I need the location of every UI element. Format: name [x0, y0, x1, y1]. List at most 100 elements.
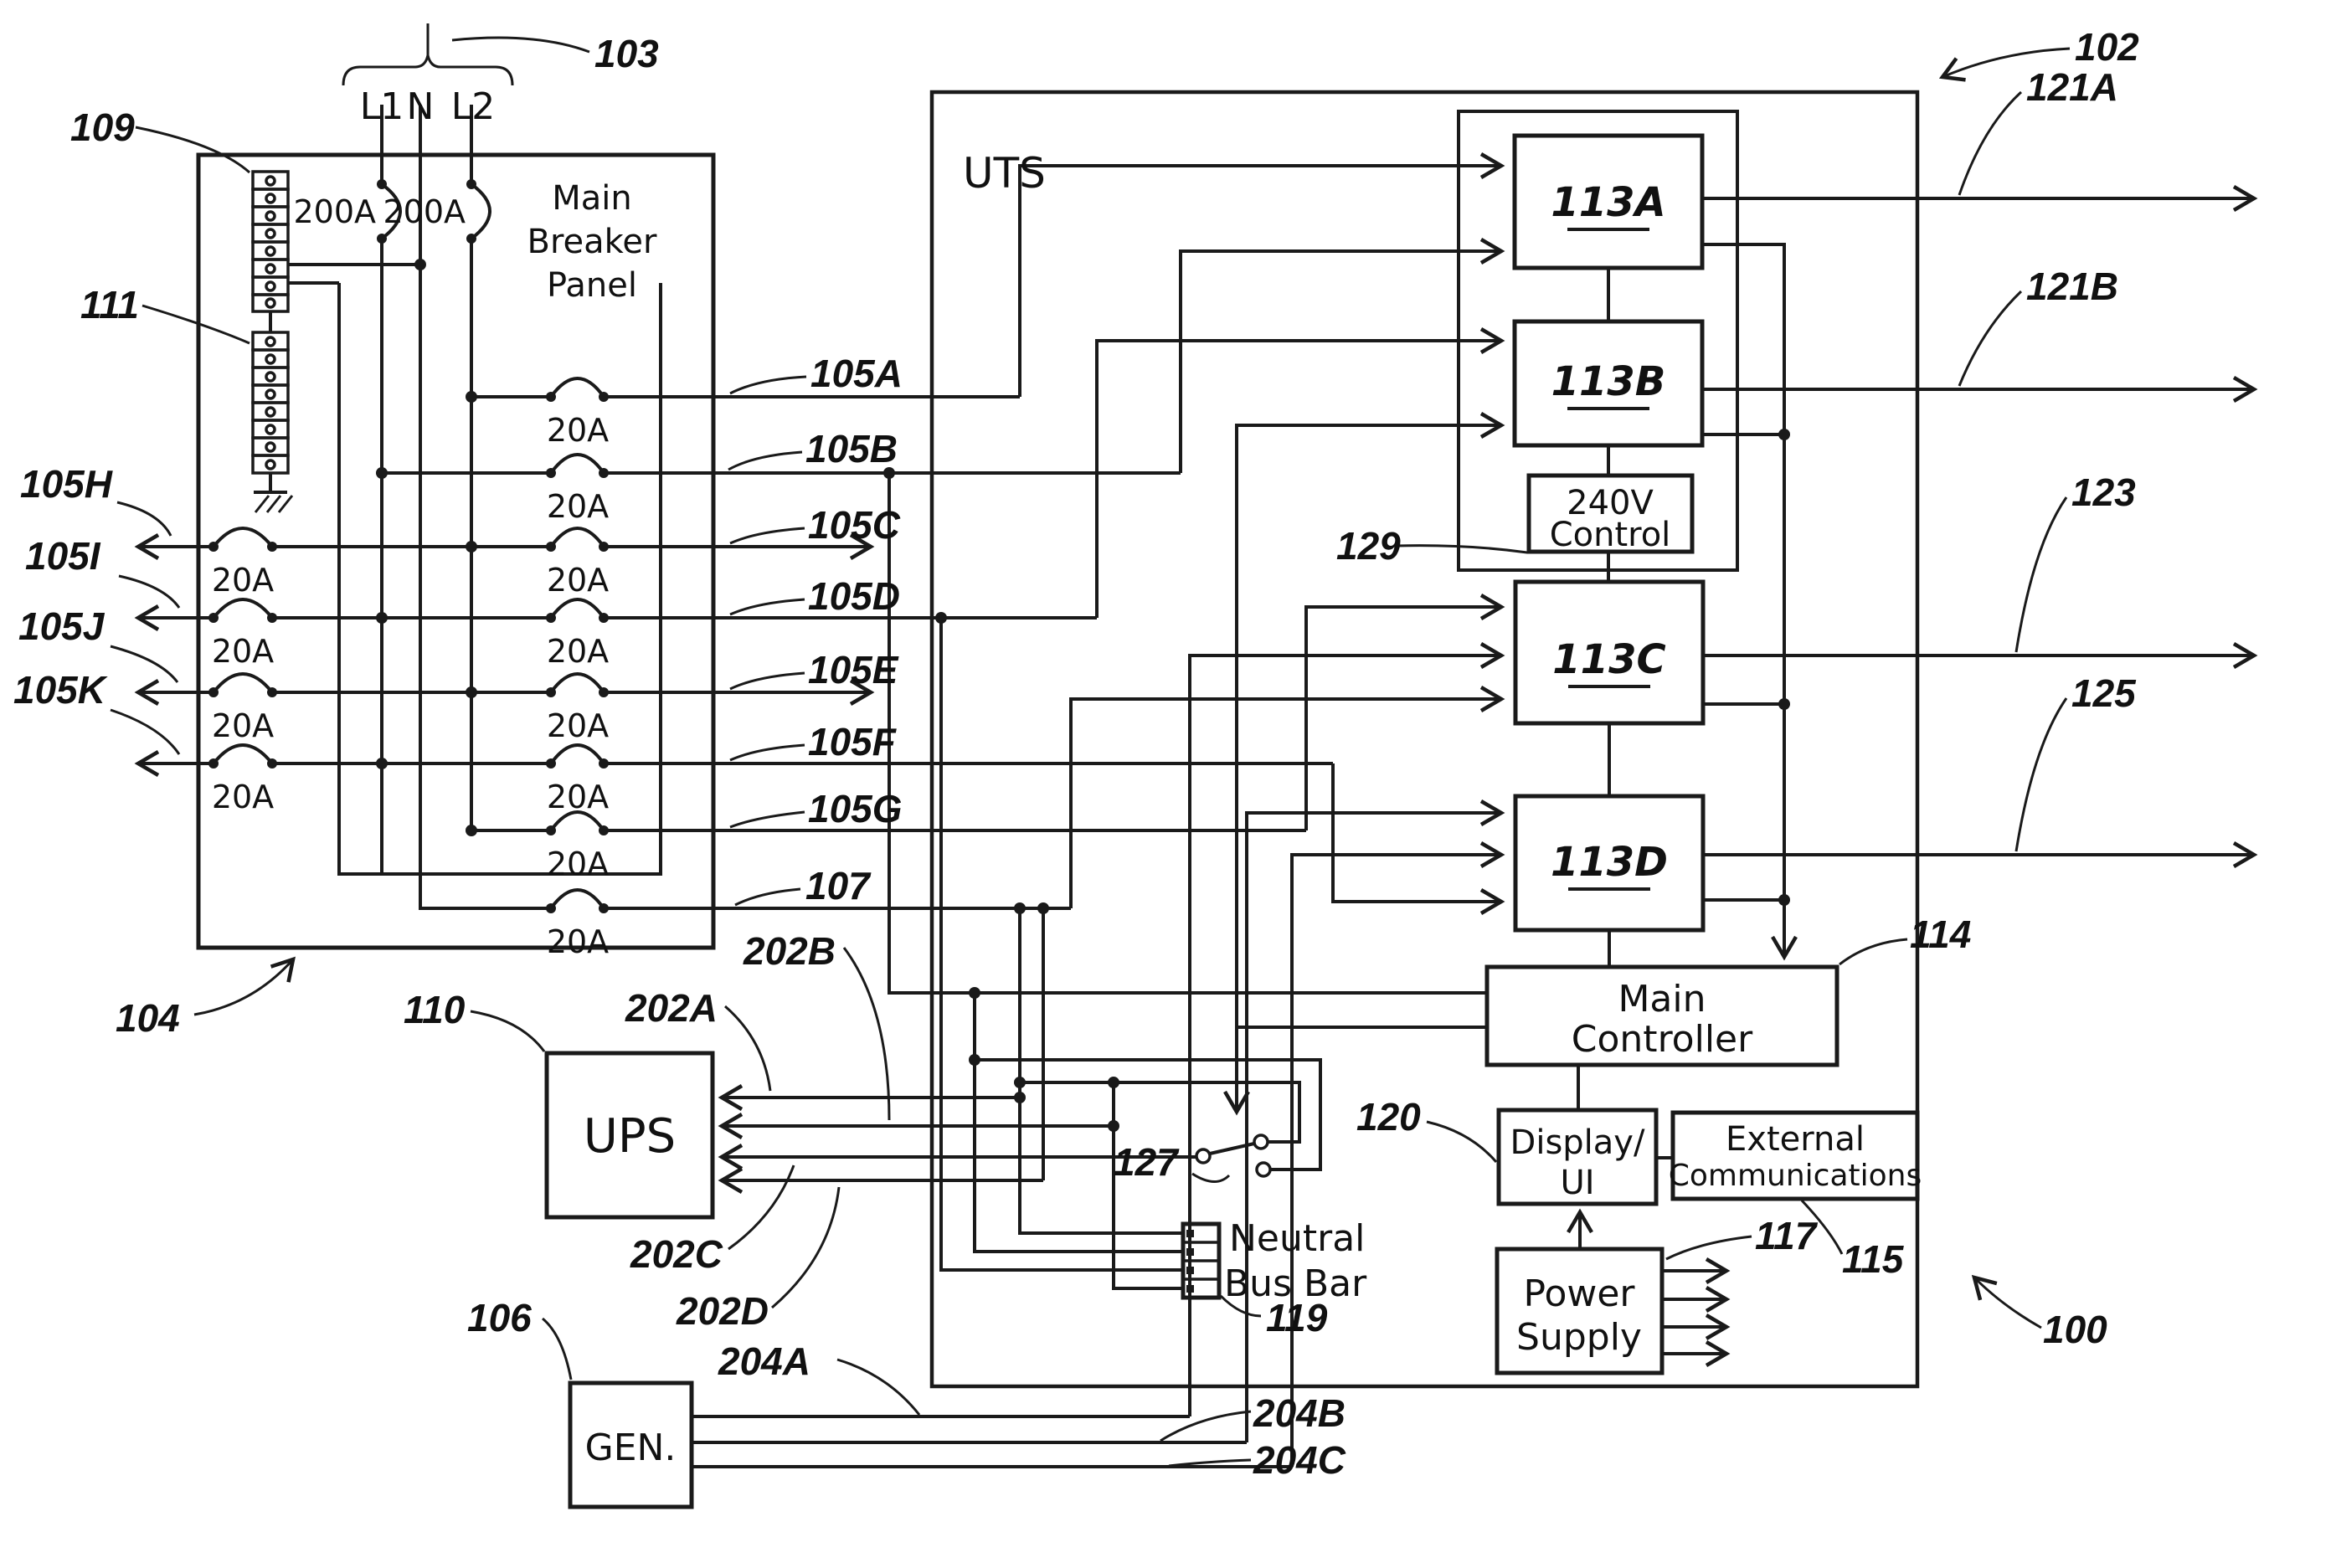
label-105a: 105A	[810, 352, 903, 395]
label-115: 115	[1842, 1237, 1905, 1281]
neutralbus-line1: Neutral	[1229, 1217, 1365, 1260]
label-121b: 121B	[2026, 265, 2118, 308]
box-external-comm	[1670, 1110, 1920, 1201]
box-gen	[568, 1380, 694, 1509]
main-breaker-1-rating: 200A	[293, 193, 376, 230]
label-105e: 105E	[808, 648, 899, 691]
sub-panel-outline	[337, 283, 662, 876]
breaker-20a: 20A	[547, 488, 609, 525]
breaker-terminal-dots	[208, 179, 609, 913]
label-102: 102	[2075, 25, 2139, 69]
label-105j: 105J	[18, 604, 105, 648]
breaker-20a: 20A	[212, 562, 274, 599]
label-204b: 204B	[1253, 1391, 1346, 1435]
bus-neutral	[419, 105, 551, 910]
label-117: 117	[1755, 1214, 1819, 1257]
breaker-20a: 20A	[547, 779, 609, 815]
breaker-20a: 20A	[547, 923, 609, 960]
panel-title-3: Panel	[547, 266, 637, 305]
panel-title-1: Main	[552, 179, 632, 218]
title-113a: 113A	[1551, 179, 1665, 226]
breaker-20a: 20A	[547, 846, 609, 882]
label-109: 109	[70, 105, 135, 149]
label-111: 111	[80, 283, 139, 326]
label-l1: L1	[360, 85, 404, 128]
breaker-20a: 20A	[547, 633, 609, 670]
switch-lower-contact	[1255, 1161, 1272, 1178]
label-100: 100	[2043, 1308, 2107, 1351]
label-202c: 202C	[630, 1232, 723, 1276]
ups	[544, 1051, 715, 1220]
ups-title: UPS	[584, 1109, 676, 1164]
display-line2: UI	[1560, 1164, 1594, 1202]
title-113c: 113C	[1552, 636, 1665, 683]
v240-line2: Control	[1550, 516, 1671, 554]
label-202a: 202A	[625, 986, 718, 1030]
switch-blade	[1209, 1142, 1255, 1155]
v240-line1: 240V	[1567, 484, 1654, 522]
label-121a: 121A	[2026, 65, 2118, 109]
ground-icon	[254, 495, 294, 513]
junction-dots	[376, 259, 1790, 1132]
label-114: 114	[1910, 913, 1971, 956]
label-202b: 202B	[743, 929, 836, 973]
label-104: 104	[116, 996, 180, 1040]
panel-outline	[196, 152, 716, 950]
box-main-controller	[1484, 964, 1839, 1067]
breaker-20a: 20A	[547, 562, 609, 599]
extcomm-line2: Communications	[1669, 1159, 1922, 1193]
title-113b: 113B	[1551, 358, 1666, 405]
panel-title-2: Breaker	[527, 223, 657, 261]
switch-upper-contact	[1253, 1134, 1269, 1150]
branch-circuits	[134, 377, 1333, 910]
main-breaker-2-arc	[470, 183, 491, 240]
strip-connector	[254, 311, 287, 494]
ps-line2: Supply	[1516, 1316, 1642, 1359]
label-106: 106	[467, 1296, 532, 1339]
uts-outline	[929, 90, 1920, 1389]
strip-bond-wires	[288, 263, 420, 285]
breaker-20a: 20A	[547, 707, 609, 744]
label-123: 123	[2071, 470, 2136, 514]
neutralbus-line2: Bus Bar	[1224, 1262, 1367, 1305]
label-127: 127	[1114, 1140, 1180, 1184]
main-breaker-1-arc	[380, 183, 402, 240]
transfer-switch	[1195, 1134, 1272, 1178]
113-underlines	[1567, 228, 1650, 891]
label-119: 119	[1266, 1296, 1328, 1339]
uts-title: UTS	[963, 149, 1046, 198]
label-105c: 105C	[808, 503, 901, 547]
title-113d: 113D	[1551, 839, 1668, 886]
mc-line2: Controller	[1572, 1018, 1753, 1061]
label-120: 120	[1356, 1095, 1421, 1139]
label-107: 107	[805, 864, 872, 907]
main-breaker-panel	[134, 23, 1333, 950]
breaker-20a: 20A	[212, 633, 274, 670]
terminal-strip-109	[251, 170, 290, 313]
box-240v-control	[1526, 473, 1695, 554]
gen-title: GEN.	[585, 1427, 677, 1469]
label-125: 125	[2071, 671, 2137, 715]
label-204a: 204A	[718, 1339, 810, 1383]
breaker-20a: 20A	[212, 707, 274, 744]
label-105h: 105H	[20, 462, 113, 506]
label-105k: 105K	[13, 668, 108, 712]
label-105g: 105G	[808, 787, 903, 830]
label-204c: 204C	[1253, 1438, 1346, 1482]
switch-common-contact	[1195, 1148, 1212, 1164]
label-105f: 105F	[808, 720, 898, 763]
reference-numerals: 103 109 111 105H 105I 105J 105K 104 105A…	[13, 25, 2139, 1482]
neutral-bus-bar	[1181, 1221, 1222, 1300]
terminal-strip-111	[251, 331, 290, 475]
breaker-20a: 20A	[547, 412, 609, 449]
display-line1: Display/	[1510, 1123, 1645, 1162]
label-n: N	[407, 85, 435, 128]
leader-lines	[110, 36, 2071, 1468]
label-202d: 202D	[676, 1289, 769, 1333]
label-105d: 105D	[808, 574, 900, 618]
component-labels: L1 N L2 200A 200A Main Breaker Panel 20A…	[212, 85, 1922, 1469]
breaker-20a: 20A	[212, 779, 274, 815]
feed-wiring	[692, 152, 2258, 1468]
generator	[568, 1380, 694, 1509]
